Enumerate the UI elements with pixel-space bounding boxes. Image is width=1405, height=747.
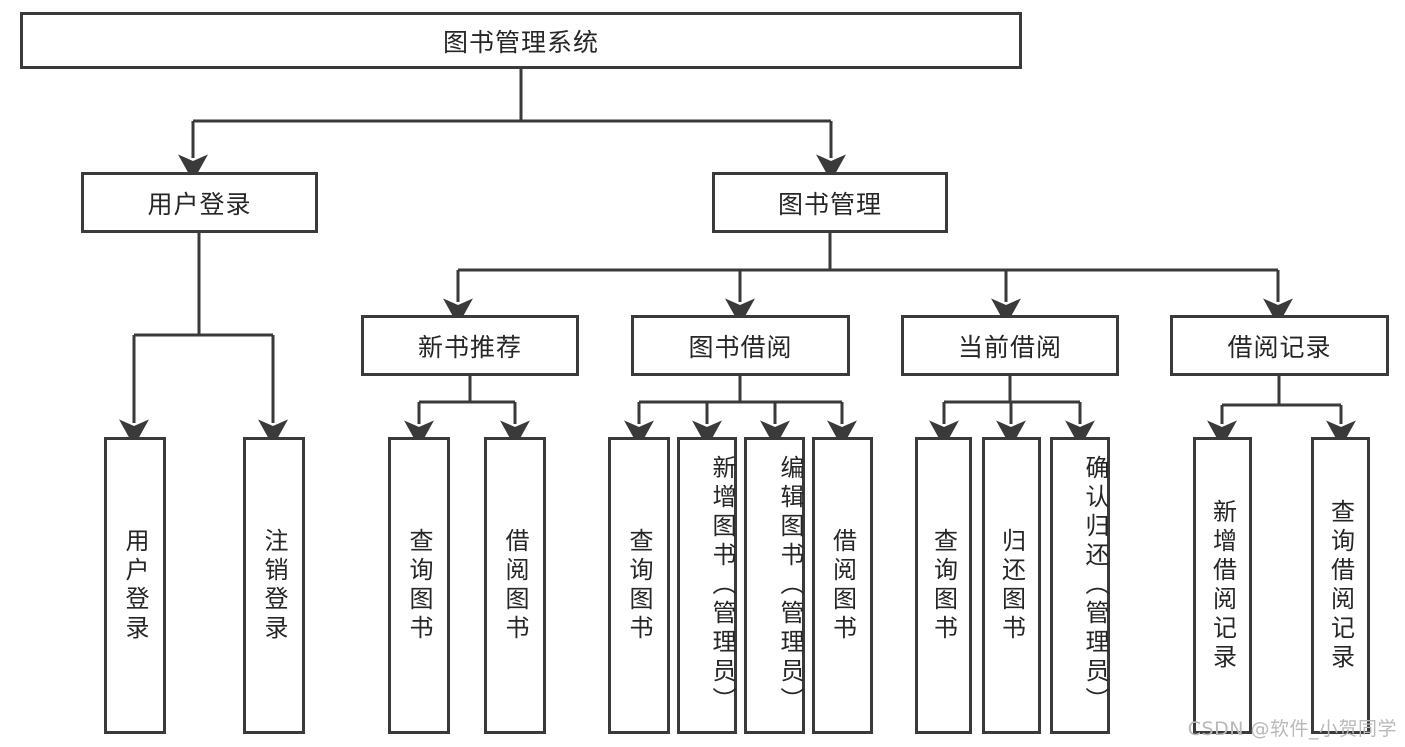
- node-leaf-confirm-return-admin-label: 确认归还（管理员）: [1081, 455, 1109, 716]
- node-current-borrow-label: 当前借阅: [957, 332, 1062, 362]
- node-leaf-return-book[interactable]: 归还图书: [982, 437, 1041, 734]
- node-borrow-record[interactable]: 借阅记录: [1170, 315, 1389, 376]
- watermark-text: CSDN @软件_小贺同学: [1187, 718, 1397, 740]
- node-leaf-return-book-label: 归还图书: [997, 527, 1026, 644]
- node-leaf-user-login-label: 用户登录: [121, 527, 149, 644]
- node-leaf-add-borrow-record-label: 新增借阅记录: [1208, 498, 1237, 673]
- node-leaf-edit-book-admin-label: 编辑图书（管理员）: [776, 455, 804, 716]
- node-leaf-add-book-admin-label: 新增图书（管理员）: [708, 455, 736, 716]
- node-leaf-query-book-current[interactable]: 查询图书: [915, 437, 972, 734]
- node-root[interactable]: 图书管理系统: [20, 12, 1022, 69]
- node-leaf-add-book-admin[interactable]: 新增图书（管理员）: [677, 437, 737, 734]
- node-book-manage-label: 图书管理: [777, 189, 882, 219]
- node-leaf-edit-book-admin[interactable]: 编辑图书（管理员）: [744, 437, 805, 734]
- node-book-borrow-label: 图书借阅: [688, 332, 793, 362]
- node-leaf-user-login[interactable]: 用户登录: [104, 437, 166, 734]
- node-leaf-confirm-return-admin[interactable]: 确认归还（管理员）: [1050, 437, 1110, 734]
- node-book-manage[interactable]: 图书管理: [712, 172, 948, 233]
- node-leaf-borrow-book-label: 借阅图书: [828, 527, 857, 644]
- node-leaf-logout-login[interactable]: 注销登录: [243, 437, 305, 734]
- node-leaf-query-book-borrow-label: 查询图书: [625, 527, 653, 644]
- node-leaf-query-book-borrow[interactable]: 查询图书: [608, 437, 670, 734]
- node-new-book-recommend-label: 新书推荐: [417, 332, 522, 362]
- node-user-login-label: 用户登录: [147, 189, 252, 219]
- node-leaf-query-borrow-record[interactable]: 查询借阅记录: [1311, 437, 1370, 734]
- node-leaf-query-book-recommend-label: 查询图书: [405, 527, 433, 644]
- node-leaf-borrow-book-recommend[interactable]: 借阅图书: [484, 437, 546, 734]
- node-leaf-borrow-book-recommend-label: 借阅图书: [501, 527, 529, 644]
- node-root-label: 图书管理系统: [442, 27, 599, 57]
- node-leaf-logout-login-label: 注销登录: [260, 527, 288, 644]
- node-leaf-query-book-current-label: 查询图书: [929, 527, 958, 644]
- node-leaf-query-book-recommend[interactable]: 查询图书: [388, 437, 450, 734]
- node-user-login[interactable]: 用户登录: [81, 172, 318, 233]
- node-new-book-recommend[interactable]: 新书推荐: [361, 315, 579, 376]
- node-leaf-borrow-book[interactable]: 借阅图书: [812, 437, 873, 734]
- node-leaf-query-borrow-record-label: 查询借阅记录: [1326, 498, 1355, 673]
- node-book-borrow[interactable]: 图书借阅: [631, 315, 850, 376]
- node-current-borrow[interactable]: 当前借阅: [901, 315, 1119, 376]
- node-borrow-record-label: 借阅记录: [1227, 332, 1332, 362]
- node-leaf-add-borrow-record[interactable]: 新增借阅记录: [1193, 437, 1252, 734]
